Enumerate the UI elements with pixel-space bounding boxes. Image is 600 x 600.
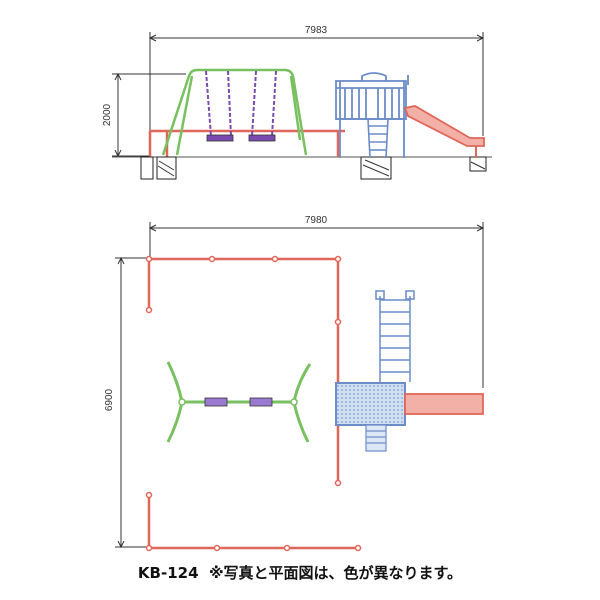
tower-ladder-elevation: [367, 118, 389, 159]
tower-ladder-plan: [375, 290, 415, 382]
tower-steps-plan: [365, 424, 387, 452]
swing-chains-elevation: [205, 70, 277, 137]
elevation-height-label: 2000: [102, 103, 113, 126]
elevation-view: 7983 2000: [102, 25, 492, 180]
swing-frame-elevation: [161, 68, 308, 156]
model-number: KB-124: [137, 564, 199, 582]
elevation-height-dimension: [112, 72, 186, 158]
swing-seats-plan: [204, 397, 273, 407]
elevation-width-label: 7983: [305, 25, 328, 36]
plan-view: 7980 6900: [104, 215, 485, 552]
elevation-width-dimension: [148, 32, 485, 158]
tower-elevation: [335, 72, 409, 158]
swing-pivots-plan: [178, 398, 298, 406]
plan-width-label: 7980: [305, 215, 328, 226]
plan-frame-joints: [145, 255, 362, 552]
swing-frame-plan: [166, 361, 312, 443]
plan-width-dimension: [148, 222, 485, 388]
color-note: ※写真と平面図は、色が異なります。: [208, 564, 463, 582]
swing-seat-right-elevation: [248, 134, 276, 142]
caption: KB-124 ※写真と平面図は、色が異なります。: [0, 562, 600, 583]
slide-plan: [404, 393, 484, 415]
plan-depth-dimension: [115, 256, 150, 549]
plan-depth-label: 6900: [104, 388, 115, 411]
foundation-blocks-elevation: [140, 156, 487, 180]
swing-seat-left-elevation: [206, 134, 234, 142]
slide-elevation: [403, 105, 485, 147]
tower-deck-plan: [335, 382, 406, 426]
